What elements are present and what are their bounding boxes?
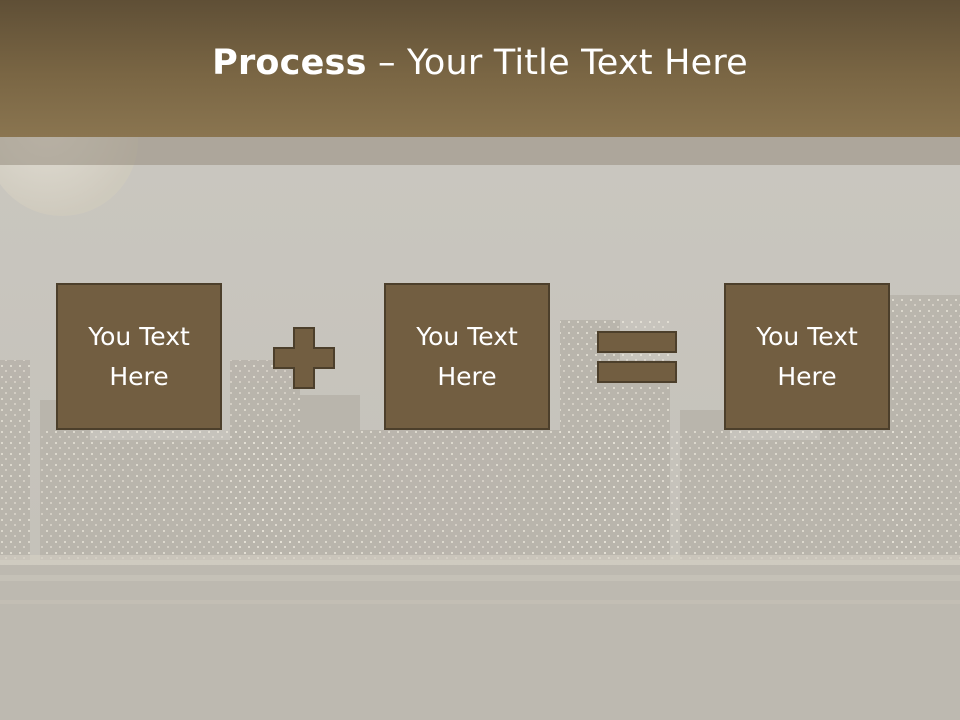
process-box-3[interactable]: You Text Here [724, 283, 890, 430]
title-band [0, 137, 960, 165]
equals-icon [597, 331, 677, 383]
process-box-1[interactable]: You Text Here [56, 283, 222, 430]
process-box-2[interactable]: You Text Here [384, 283, 550, 430]
slide-title[interactable]: Process – Your Title Text Here [212, 43, 748, 83]
plus-icon [273, 327, 335, 389]
title-bold: Process [212, 42, 367, 83]
title-bar: Process – Your Title Text Here [0, 0, 960, 137]
title-rest: – Your Title Text Here [366, 42, 748, 83]
